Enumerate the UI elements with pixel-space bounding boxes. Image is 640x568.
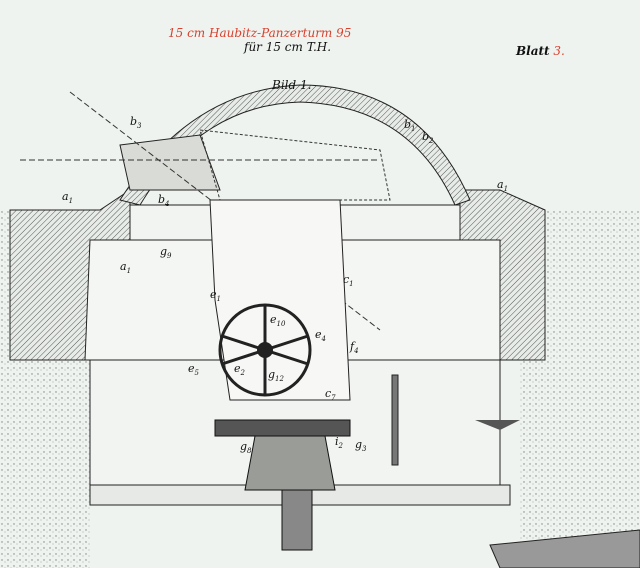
label-b3: b3 [130,115,142,130]
gun-carriage [209,199,351,401]
label-e5: e5 [188,362,200,377]
label-i2: i2 [335,435,344,450]
label-e2: e2 [234,362,246,377]
label-a1-right: a1 [497,178,508,193]
label-g9: g9 [160,245,172,260]
label-e4: e4 [315,328,326,343]
pivot-cone [244,435,336,491]
drawing-title: 15 cm Haubitz-Panzerturm 95 [168,26,352,40]
traverse-gear-ring [214,419,351,437]
label-b4: b4 [158,193,170,208]
label-f4: f4 [349,340,359,355]
label-e1: e1 [210,288,221,303]
label-c7: c7 [325,387,336,402]
label-a1-left: a1 [62,190,73,205]
howitzer-muzzle [119,134,221,191]
howitzer-barrel [199,129,391,201]
label-c1: c1 [343,273,354,288]
pivot-shaft [281,489,313,551]
handwheel-spokes [221,305,309,395]
figure-label: Bild 1. [272,78,312,92]
side-bracket [475,420,520,430]
label-a1-wall: a1 [120,260,131,275]
part-labels: b3 b1 b2 a1 a1 b4 g9 a1 c1 e1 e10 e4 f4 … [62,115,508,455]
sheet-number: 3. [553,44,565,58]
label-g8: g8 [240,440,252,455]
label-e10: e10 [270,313,286,328]
drawing-subtitle: für 15 cm T.H. [244,40,332,54]
sheet-label: Blatt 3. [516,44,565,58]
armored-dome [119,84,471,206]
label-b1: b1 [404,118,416,133]
side-rod [391,374,399,466]
sheet-word: Blatt [516,44,550,58]
label-g12: g12 [268,368,285,383]
label-g3: g3 [355,438,367,453]
lower-ramp [489,529,640,568]
label-b2: b2 [422,130,434,145]
